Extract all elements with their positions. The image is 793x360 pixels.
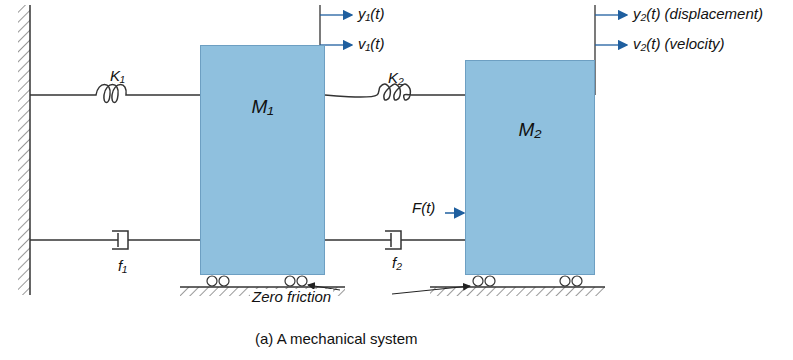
symbol-label: F(t) [412,200,435,217]
symbol-label: v₂(t) (velocity) [633,36,725,53]
damper-symbol [325,231,465,249]
mass-label: M₂ [466,119,594,141]
spring-symbol [325,84,465,100]
edge-label: K₂ [388,70,404,87]
spring-k1 [30,85,200,103]
force-arrow [445,212,464,214]
ground [180,287,605,296]
edge-label: f₂ [392,255,402,272]
symbol-label: y₁(t) [358,6,384,23]
mass-block: M₁ [200,45,325,275]
mass-block: M₂ [465,60,595,275]
symbol-label: f₁ [118,258,127,275]
symbol-label: v₁(t) [358,36,384,53]
roller-wheels [207,276,582,286]
fixed-wall [18,5,30,295]
damper-f1 [30,231,200,249]
symbol-label: K₁ [110,68,125,85]
symbol-label: y₂(t) (displacement) [633,6,763,23]
caption: (a) A mechanical system [255,330,418,347]
symbol-label: Zero friction [250,289,333,306]
mass-label: M₁ [201,96,324,118]
